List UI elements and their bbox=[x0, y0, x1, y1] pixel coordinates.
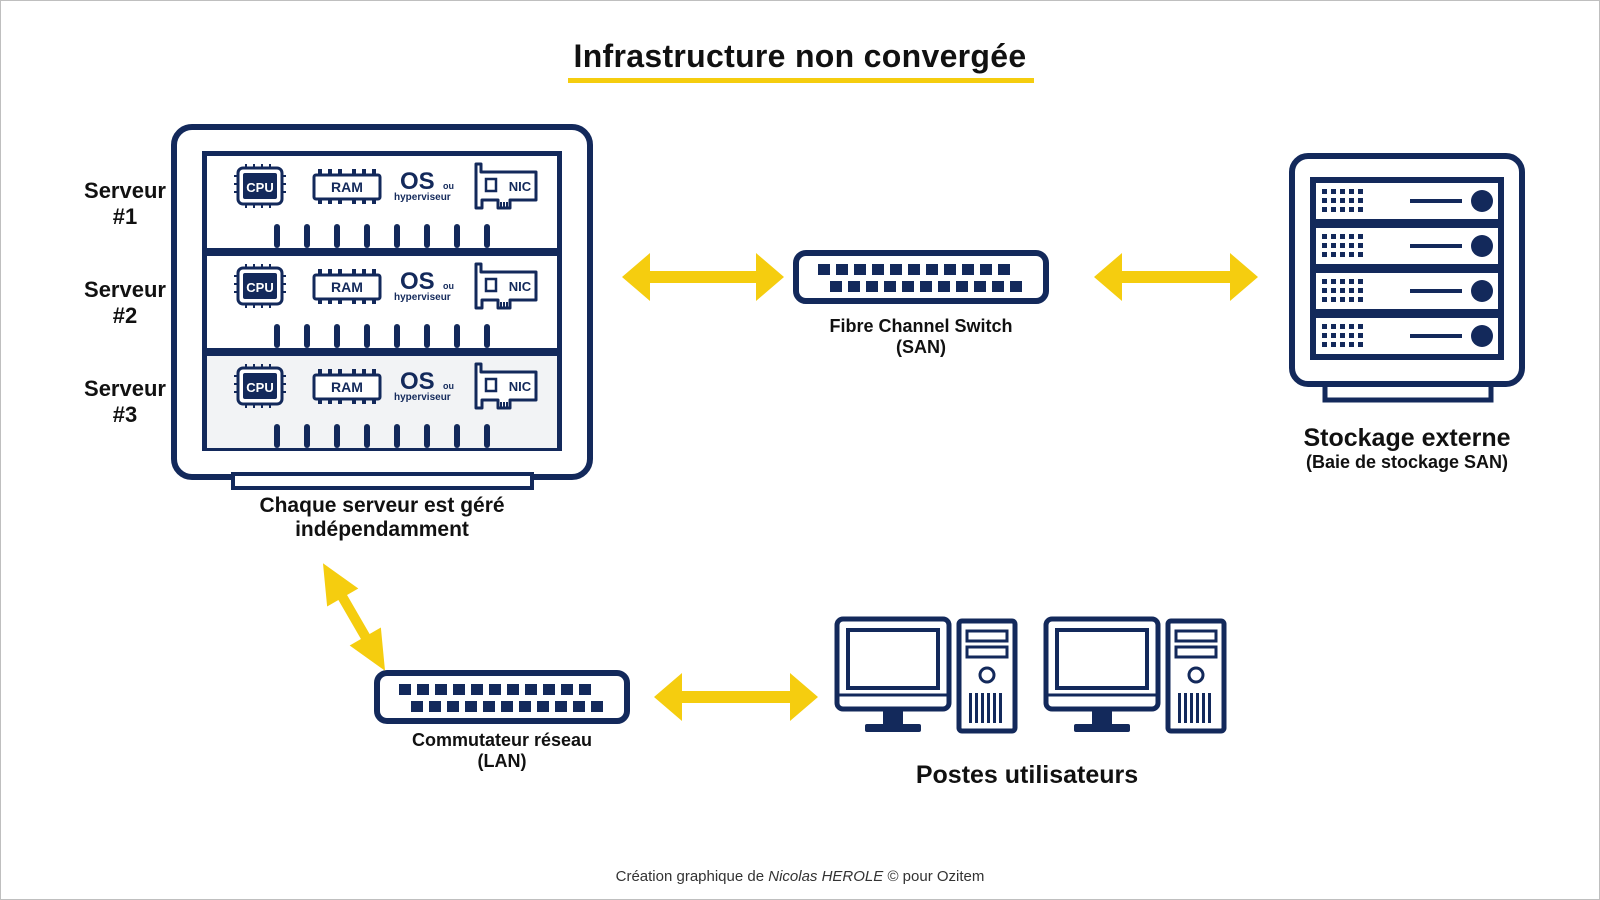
cpu-label: CPU bbox=[246, 280, 273, 295]
server-label-1-number: #1 bbox=[112, 204, 138, 229]
server-label-1-name: Serveur bbox=[84, 178, 166, 203]
storage-title: Stockage externe bbox=[1303, 424, 1511, 452]
server-caption: Chaque serveur est géré indépendamment bbox=[212, 494, 552, 542]
os-label: OS bbox=[400, 368, 435, 395]
storage-label: Stockage externe (Baie de stockage SAN) bbox=[1267, 424, 1547, 472]
server-unit-1: CPU RAM OS ou hyperviseur NIC bbox=[232, 162, 538, 248]
lan-switch-label-line1: Commutateur réseau bbox=[411, 730, 593, 750]
server-caption-line1: Chaque serveur est géré bbox=[259, 494, 505, 517]
os-label: OS bbox=[400, 168, 435, 195]
server-unit-3: CPU RAM OS ou hyperviseur NIC bbox=[232, 362, 538, 448]
os-or-label: ou bbox=[443, 181, 454, 191]
fc-switch-label: Fibre Channel Switch (SAN) bbox=[781, 316, 1061, 358]
lan-switch-label: Commutateur réseau (LAN) bbox=[362, 730, 642, 772]
bidirectional-arrow-icon bbox=[654, 673, 818, 721]
os-label: OS bbox=[400, 268, 435, 295]
storage-subtitle: (Baie de stockage SAN) bbox=[1305, 452, 1509, 472]
workstation-icon bbox=[1046, 619, 1224, 732]
server-label-2: Serveur #2 bbox=[70, 277, 180, 329]
server-unit-2: CPU RAM OS ou hyperviseur NIC bbox=[232, 262, 538, 348]
server-label-2-name: Serveur bbox=[84, 277, 166, 302]
lan-switch-icon bbox=[374, 670, 630, 724]
hypervisor-label: hyperviseur bbox=[394, 192, 451, 203]
ram-label: RAM bbox=[331, 279, 363, 295]
server-label-2-number: #2 bbox=[112, 303, 138, 328]
diagram-title: Infrastructure non convergée bbox=[573, 38, 1027, 74]
server-label-3-name: Serveur bbox=[84, 376, 166, 401]
bidirectional-arrow-icon bbox=[322, 563, 386, 671]
fc-switch-label-line1: Fibre Channel Switch bbox=[829, 316, 1013, 336]
server-label-3-number: #3 bbox=[112, 402, 138, 427]
ram-label: RAM bbox=[331, 379, 363, 395]
credit-line: Création graphique de Nicolas HEROLE © p… bbox=[0, 868, 1600, 885]
server-label-3: Serveur #3 bbox=[70, 376, 180, 428]
fc-switch-label-line2: (SAN) bbox=[896, 337, 946, 357]
title-underline bbox=[568, 78, 1034, 83]
credit-prefix: Création graphique de bbox=[615, 868, 769, 885]
storage-array-icon bbox=[1289, 153, 1525, 403]
os-or-label: ou bbox=[443, 381, 454, 391]
bidirectional-arrow-icon bbox=[1094, 253, 1258, 301]
os-or-label: ou bbox=[443, 281, 454, 291]
workstations-label: Postes utilisateurs bbox=[915, 761, 1139, 789]
hypervisor-label: hyperviseur bbox=[394, 292, 451, 303]
server-label-1: Serveur #1 bbox=[70, 178, 180, 230]
nic-label: NIC bbox=[509, 179, 532, 194]
nic-label: NIC bbox=[509, 379, 532, 394]
credit-author: Nicolas HEROLE bbox=[768, 868, 884, 885]
server-caption-line2: indépendamment bbox=[295, 518, 469, 541]
credit-suffix: © pour Ozitem bbox=[883, 868, 985, 885]
lan-switch-label-line2: (LAN) bbox=[477, 751, 527, 771]
ram-label: RAM bbox=[331, 179, 363, 195]
nic-label: NIC bbox=[509, 279, 532, 294]
cpu-label: CPU bbox=[246, 180, 273, 195]
cpu-label: CPU bbox=[246, 380, 273, 395]
hypervisor-label: hyperviseur bbox=[394, 392, 451, 403]
fc-switch-icon bbox=[793, 250, 1049, 304]
bidirectional-arrow-icon bbox=[622, 253, 784, 301]
workstation-icon bbox=[837, 619, 1015, 732]
